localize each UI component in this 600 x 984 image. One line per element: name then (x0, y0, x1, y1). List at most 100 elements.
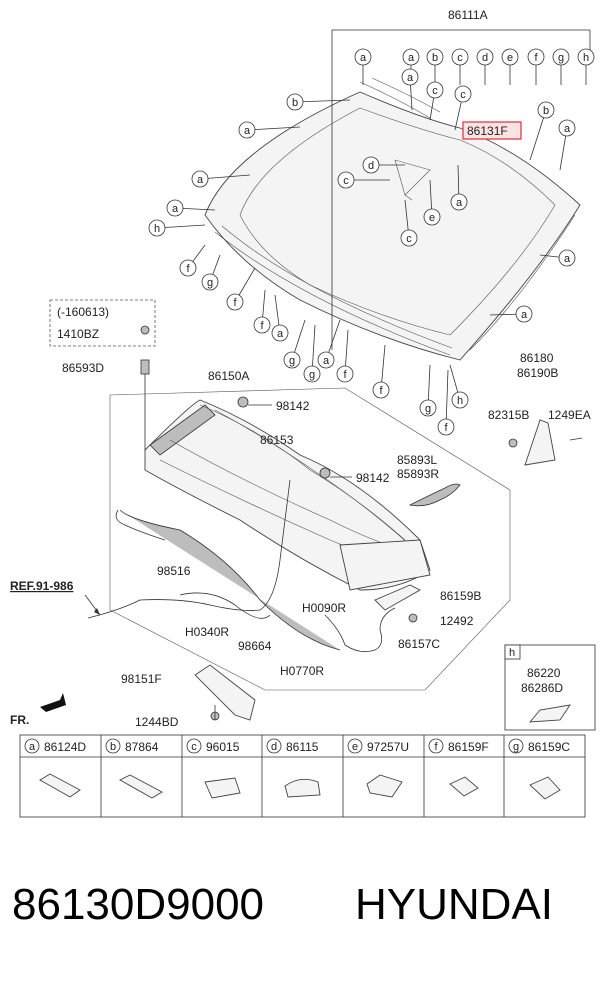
svg-text:b: b (543, 105, 549, 117)
callout-left-2: a (238, 121, 301, 139)
svg-text:a: a (244, 125, 251, 137)
clip-98142-top (237, 396, 272, 408)
svg-text:a: a (407, 72, 414, 84)
label-98142-mid: 98142 (356, 471, 390, 485)
nozzle-86593D (140, 359, 150, 450)
label-12492: 12492 (440, 614, 474, 628)
label-85893L: 85893L (397, 453, 437, 467)
label-86159B: 86159B (440, 589, 481, 603)
svg-text:g: g (309, 369, 315, 381)
legend-circle-c (186, 738, 202, 754)
svg-text:f: f (534, 52, 538, 64)
legend-part-f: 86159F (448, 740, 489, 754)
svg-text:e: e (429, 212, 435, 224)
label-H0340R: H0340R (185, 625, 229, 639)
legend-icon-d (284, 778, 321, 798)
legend-icon-e (366, 774, 403, 798)
legend-letter-c: c (191, 741, 197, 753)
callout-left-4: a (166, 199, 216, 217)
bolt-1410BZ (140, 325, 150, 335)
svg-text:e: e (507, 52, 513, 64)
footer: 86130D9000 HYUNDAI (0, 880, 600, 950)
footer-part-number: 86130D9000 (12, 880, 265, 929)
note-box (49, 299, 156, 347)
svg-text:h: h (583, 52, 589, 64)
svg-text:c: c (457, 52, 463, 64)
callout-left-13: a (317, 319, 341, 369)
svg-text:a: a (564, 123, 571, 135)
legend-circle-f (428, 738, 444, 754)
callout-left-10: a (271, 294, 289, 342)
callout-top-8: h (577, 48, 595, 85)
legend-icon-c (204, 777, 241, 799)
callout-left-3: a (191, 170, 251, 188)
svg-text:d: d (368, 160, 374, 172)
legend-part-b: 87864 (125, 740, 159, 754)
callout-left-8: f (226, 267, 256, 311)
svg-text:h: h (457, 395, 463, 407)
svg-text:b: b (432, 52, 438, 64)
legend-letter-b: b (110, 741, 116, 753)
callout-left-12: g (303, 324, 321, 383)
callout-left-11: g (283, 319, 306, 369)
svg-text:a: a (564, 253, 571, 265)
callout-left-7: g (201, 254, 221, 291)
label-98142-top: 98142 (276, 399, 310, 413)
label-82315B: 82315B (488, 408, 529, 422)
label-85893R: 85893R (397, 467, 439, 481)
legend-icon-g (529, 776, 561, 800)
callout-top-3: c (451, 48, 469, 85)
trim-86180 (508, 419, 583, 466)
label-86190B: 86190B (517, 366, 558, 380)
callout-right-3: b (529, 101, 555, 161)
label-1249EA: 1249EA (548, 408, 591, 422)
label-86180: 86180 (520, 351, 554, 365)
label-98664: 98664 (238, 639, 272, 653)
callout-right-7: e (423, 179, 441, 226)
svg-text:a: a (197, 174, 204, 186)
svg-text:f: f (444, 422, 448, 434)
label-ref: REF.91-986 (10, 579, 74, 593)
callout-right-2: c (454, 85, 472, 131)
windshield-glass (204, 77, 581, 361)
svg-text:g: g (289, 355, 295, 367)
label-86157C: 86157C (398, 637, 440, 651)
svg-text:g: g (558, 52, 564, 64)
seal-85893 (408, 483, 461, 507)
svg-text:a: a (456, 197, 463, 209)
callout-top-2: b (426, 48, 444, 85)
callout-left-9: f (253, 289, 271, 334)
svg-text:a: a (323, 355, 330, 367)
svg-text:d: d (482, 52, 488, 64)
callout-right-8: a (450, 164, 468, 211)
legend-part-g: 86159C (528, 740, 570, 754)
callout-right-4: a (558, 119, 576, 171)
label-98516: 98516 (157, 564, 191, 578)
svg-text:c: c (432, 85, 438, 97)
label-86150A: 86150A (208, 369, 249, 383)
callout-right-6: c (337, 171, 390, 189)
callout-top-6: f (527, 48, 545, 85)
legend-icon-a (39, 773, 81, 798)
detail-h-letter: h (509, 647, 515, 659)
svg-text:c: c (460, 89, 466, 101)
label-fr: FR. (10, 713, 29, 727)
label-1410BZ: 1410BZ (57, 327, 99, 341)
callout-right-12: h (449, 364, 469, 409)
legend-part-d: 86115 (286, 740, 319, 754)
svg-text:g: g (207, 277, 213, 289)
svg-text:h: h (154, 223, 160, 235)
label-86220: 86220 (527, 666, 561, 680)
label-86153: 86153 (260, 433, 294, 447)
label-86593D: 86593D (62, 361, 104, 375)
svg-text:c: c (343, 175, 349, 187)
label-H0090R: H0090R (302, 601, 346, 615)
svg-text:a: a (172, 203, 179, 215)
fr-arrow (40, 693, 66, 712)
legend-circle-b (105, 738, 121, 754)
label-86131F: 86131F (467, 124, 508, 138)
svg-text:f: f (379, 385, 383, 397)
cowl-panel (119, 399, 431, 651)
washer-hose (87, 479, 291, 619)
